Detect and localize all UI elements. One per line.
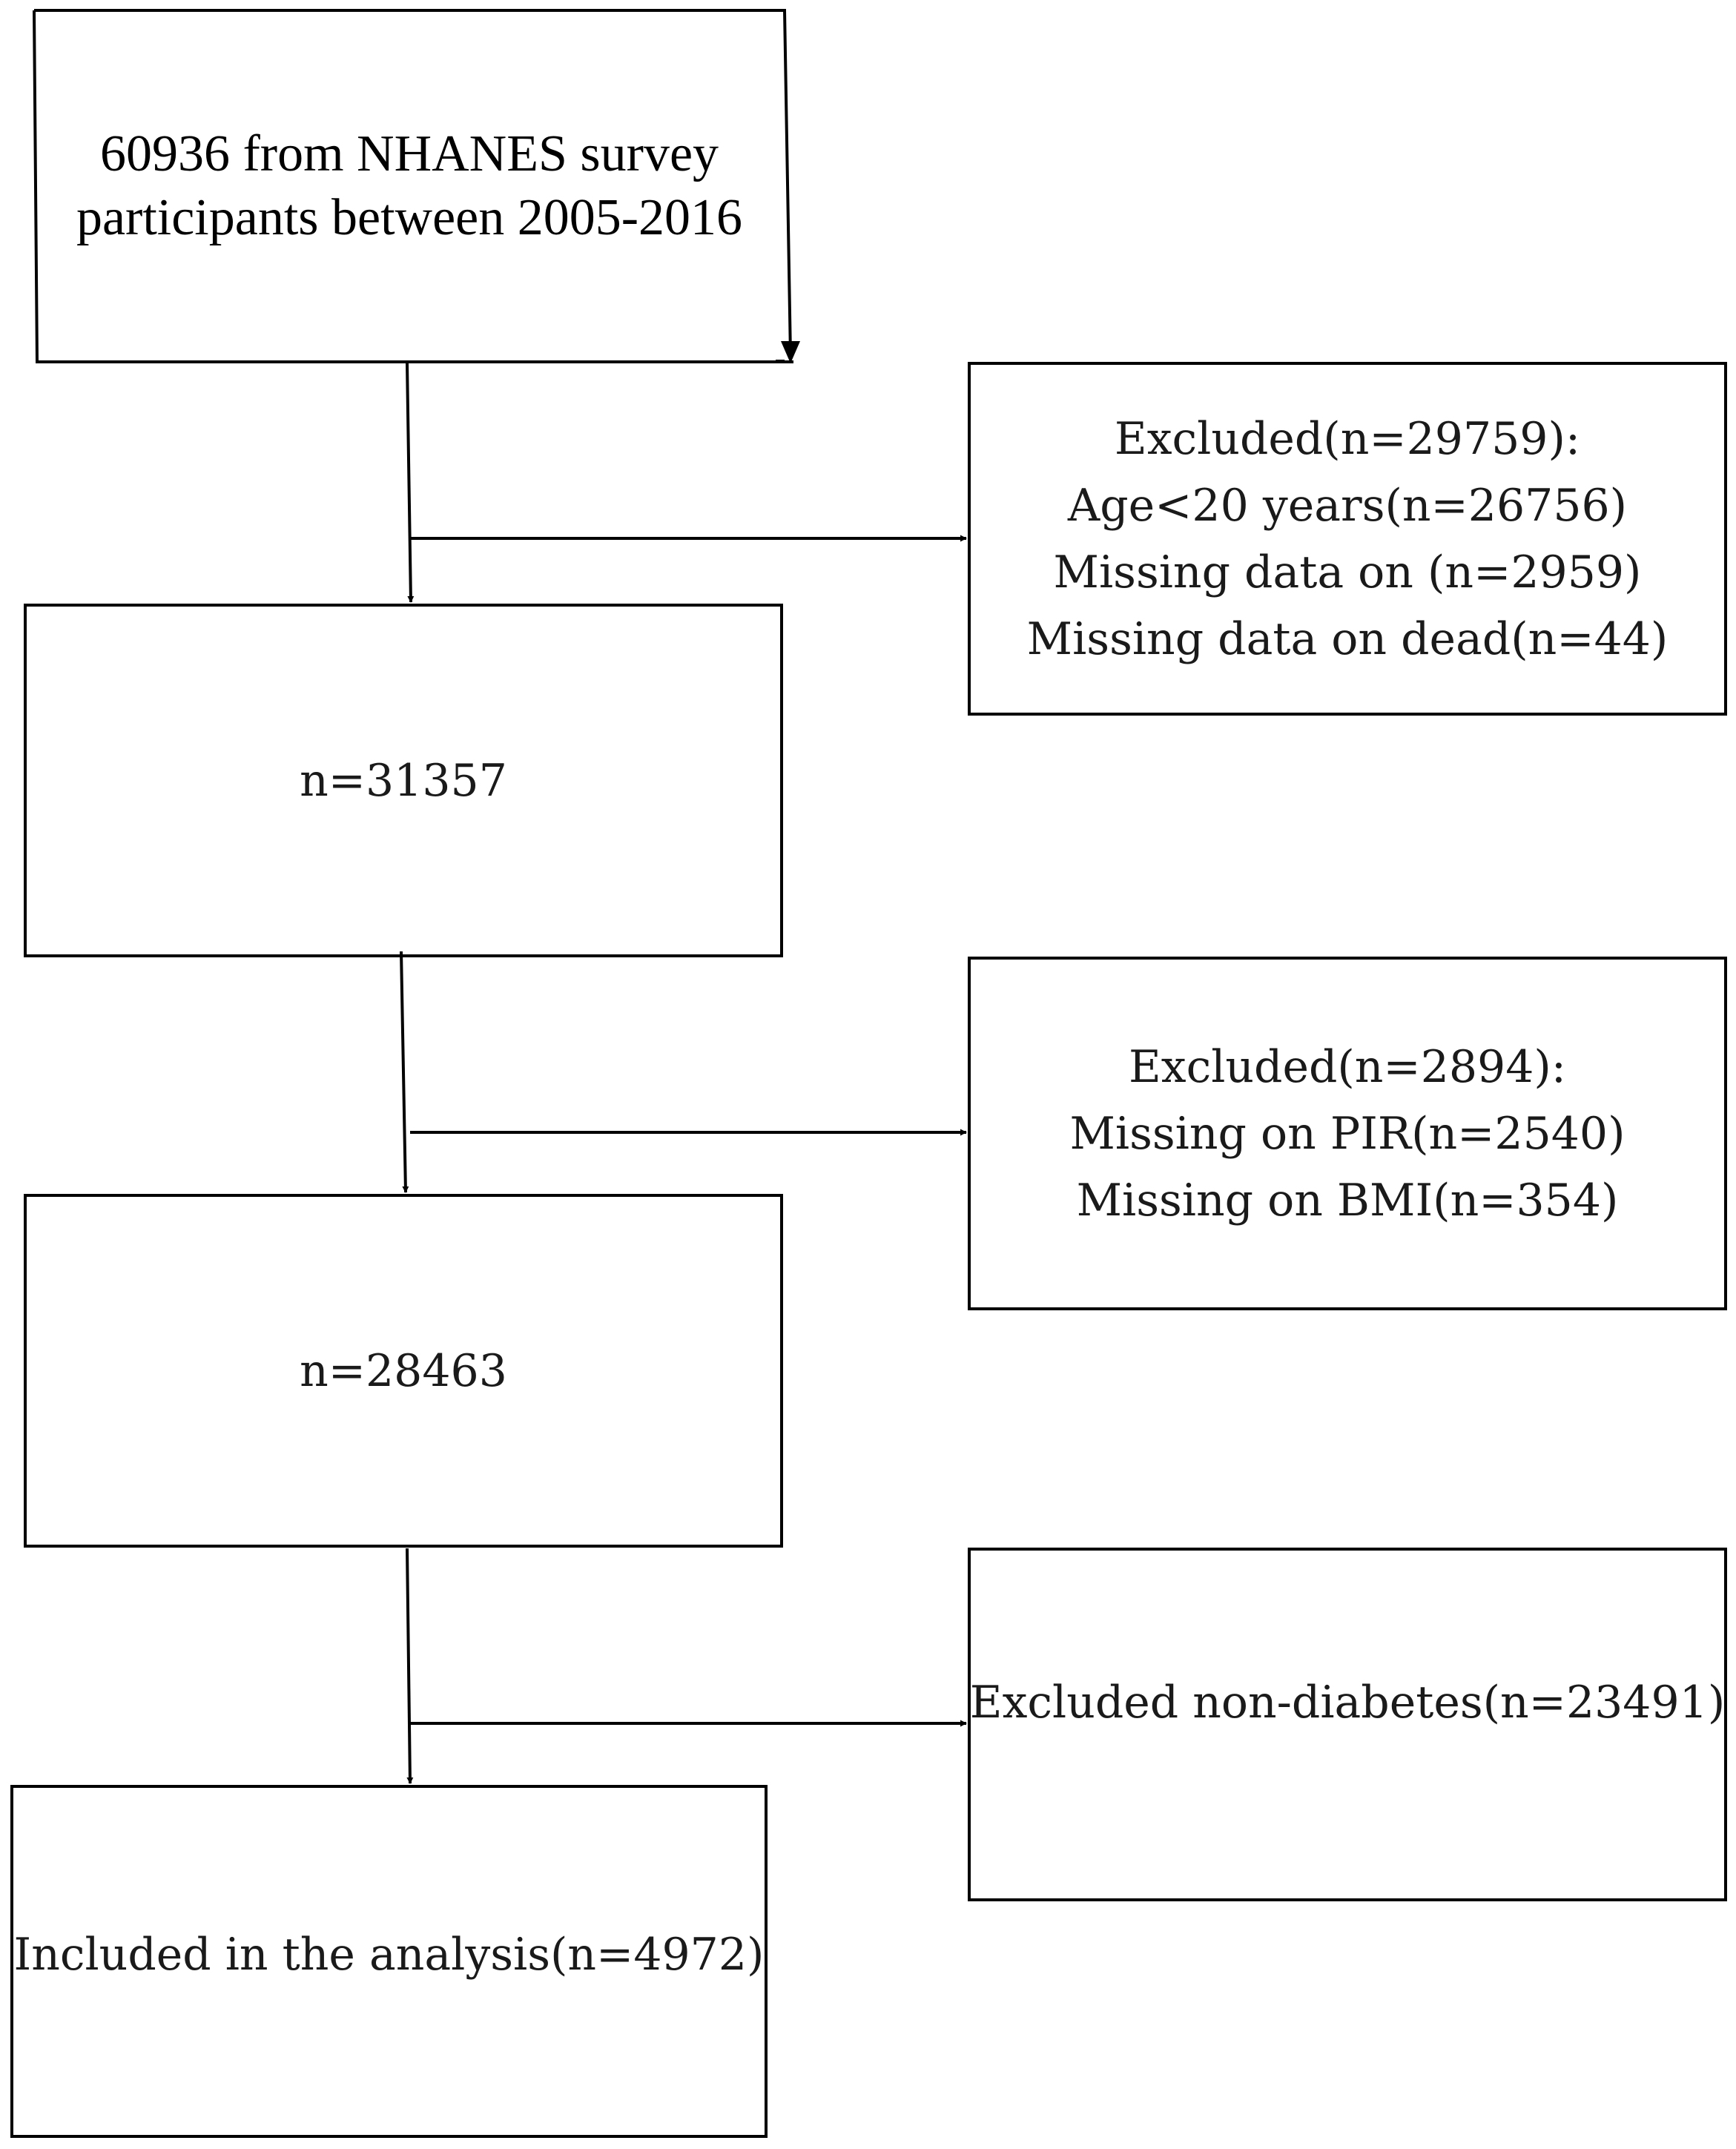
start-box-outline — [33, 9, 793, 363]
final-count: Included in the analysis(n=4972) — [13, 1929, 765, 1981]
step1-box: n=31357 — [24, 604, 783, 957]
step1-count: n=31357 — [300, 754, 507, 807]
step2-count: n=28463 — [300, 1344, 507, 1397]
final-box: Included in the analysis(n=4972) — [10, 1785, 768, 2138]
exclusion1-line-4: Missing data on dead(n=44) — [1026, 613, 1669, 665]
exclusion2-box: Excluded(n=2894): Missing on PIR(n=2540)… — [968, 957, 1727, 1310]
exclusion1-line-2: Age<20 years(n=26756) — [1067, 479, 1628, 532]
exclusion1-line-3: Missing data on (n=2959) — [1053, 546, 1642, 598]
flow-arrow-step1-to-step2 — [400, 951, 409, 1193]
step2-box: n=28463 — [24, 1194, 783, 1548]
exclusion3-line-1: Excluded non-diabetes(n=23491) — [969, 1676, 1726, 1729]
start-box-line-1: 60936 from NHANES survey — [99, 125, 719, 182]
start-box-line-2: participants between 2005-2016 — [76, 189, 743, 246]
start-box: 60936 from NHANES survey participants be… — [34, 10, 785, 362]
exclusion3-box: Excluded non-diabetes(n=23491) — [968, 1548, 1727, 1901]
exclusion1-line-1: Excluded(n=29759): — [1114, 412, 1581, 465]
flow-arrow-start-to-step1 — [406, 363, 415, 603]
start-box-corner-arrow — [781, 341, 800, 363]
exclusion2-line-1: Excluded(n=2894): — [1128, 1040, 1567, 1093]
flow-arrow-step2-to-final — [406, 1548, 414, 1784]
exclusion2-line-3: Missing on BMI(n=354) — [1076, 1174, 1619, 1227]
exclusion1-box: Excluded(n=29759): Age<20 years(n=26756)… — [968, 362, 1727, 716]
exclusion2-line-2: Missing on PIR(n=2540) — [1069, 1107, 1626, 1160]
